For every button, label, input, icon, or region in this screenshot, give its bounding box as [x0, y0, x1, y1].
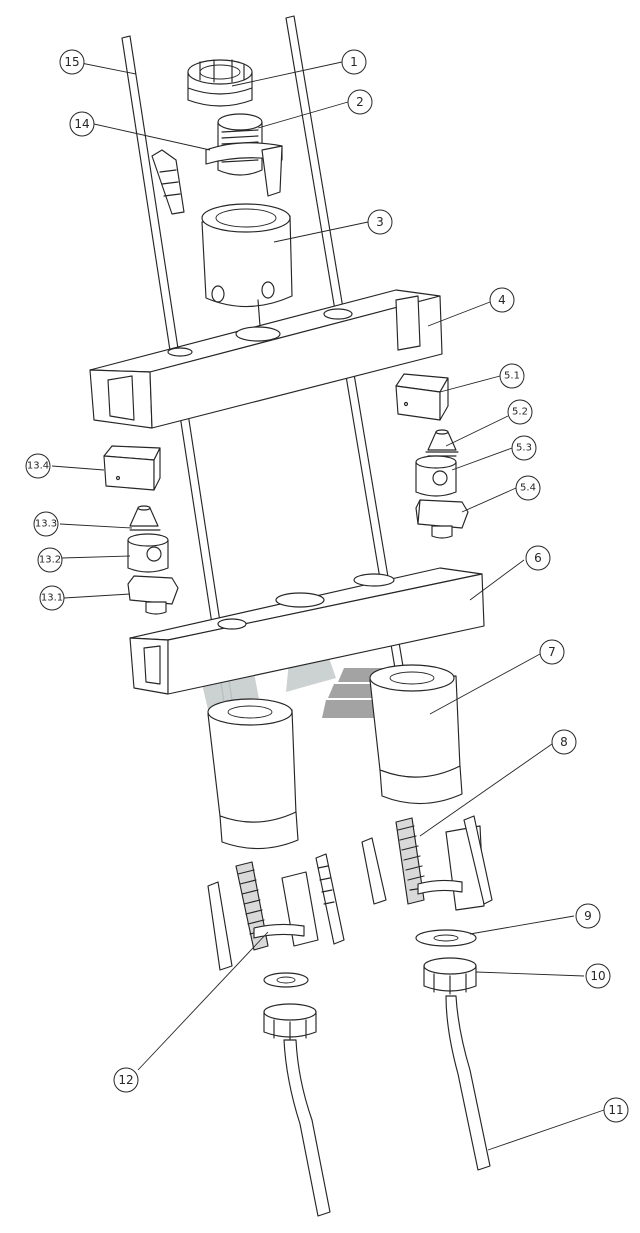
callout-label: 8 — [560, 735, 568, 749]
callout-8: 8 — [551, 729, 577, 755]
callout-13-4: 13.4 — [25, 453, 51, 479]
tube-right-part — [369, 664, 463, 805]
tube-left-part — [207, 698, 299, 850]
lower-rod-right — [445, 995, 491, 1171]
callout-label: 5.1 — [504, 371, 520, 382]
nut-left-part — [263, 1003, 317, 1041]
cross-bolt-13-2 — [127, 533, 169, 573]
washer-right-part — [415, 929, 477, 947]
insert-block-13-4 — [103, 445, 161, 491]
callout-label: 1 — [350, 55, 358, 69]
callout-label: 7 — [548, 645, 556, 659]
callout-12: 12 — [113, 1067, 139, 1093]
upper-plate-part — [89, 289, 443, 429]
callout-label: 13.1 — [41, 593, 63, 604]
callout-13-2: 13.2 — [37, 547, 63, 573]
lower-plate-part — [129, 567, 485, 695]
callout-2: 2 — [347, 89, 373, 115]
callout-label: 14 — [74, 117, 89, 131]
callout-label: 5.4 — [520, 483, 536, 494]
callout-label: 15 — [64, 55, 79, 69]
cone-tip-13-3 — [129, 505, 161, 531]
clamp-ring-part — [151, 142, 283, 215]
collet-left-part — [207, 853, 345, 971]
callout-9: 9 — [575, 903, 601, 929]
insert-block-5-1 — [395, 373, 449, 421]
callout-13-1: 13.1 — [39, 585, 65, 611]
slotted-nut-part — [187, 59, 253, 107]
callout-5-1: 5.1 — [499, 363, 525, 389]
callout-label: 6 — [534, 551, 542, 565]
lower-rod-left — [283, 1039, 331, 1217]
callout-label: 11 — [608, 1103, 623, 1117]
callout-15: 15 — [59, 49, 85, 75]
callout-6: 6 — [525, 545, 551, 571]
callout-7: 7 — [539, 639, 565, 665]
nut-right-part — [423, 957, 477, 995]
callout-5-2: 5.2 — [507, 399, 533, 425]
collet-right-part — [361, 815, 493, 911]
cross-bolt-5-3 — [415, 455, 457, 497]
callout-1: 1 — [341, 49, 367, 75]
callout-label: 13.4 — [27, 461, 49, 472]
callout-10: 10 — [585, 963, 611, 989]
washer-left-part — [263, 972, 309, 988]
callout-label: 4 — [498, 293, 506, 307]
callout-label: 12 — [118, 1073, 133, 1087]
sleeve-part — [201, 203, 293, 327]
callout-label: 5.3 — [516, 443, 532, 454]
callout-label: 9 — [584, 909, 592, 923]
callout-label: 10 — [590, 969, 605, 983]
screw-head-13-1 — [127, 575, 179, 615]
callout-label: 13.3 — [35, 519, 57, 530]
callout-4: 4 — [489, 287, 515, 313]
callout-label: 13.2 — [39, 555, 61, 566]
leader-lines — [51, 61, 605, 1151]
callout-label: 5.2 — [512, 407, 528, 418]
callout-label: 3 — [376, 215, 384, 229]
callout-13-3: 13.3 — [33, 511, 59, 537]
callout-5-4: 5.4 — [515, 475, 541, 501]
screw-head-5-4 — [415, 499, 469, 539]
callout-5-3: 5.3 — [511, 435, 537, 461]
callout-3: 3 — [367, 209, 393, 235]
callout-14: 14 — [69, 111, 95, 137]
callout-11: 11 — [603, 1097, 629, 1123]
callout-label: 2 — [356, 95, 364, 109]
